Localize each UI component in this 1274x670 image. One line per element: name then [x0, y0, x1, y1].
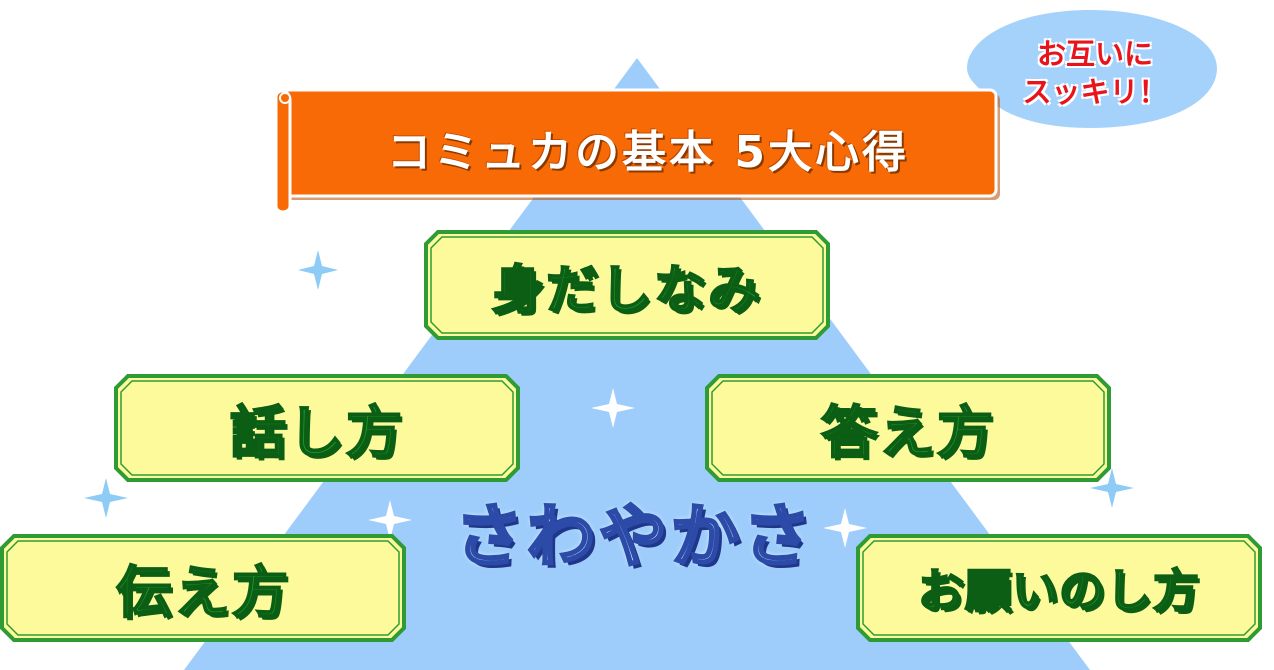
sparkle-icon [1090, 468, 1134, 508]
bubble-line-2: スッキリ！ [1022, 75, 1168, 109]
title-banner: コミュカの基本 5大心得 [268, 88, 1008, 218]
item-label: 伝え方 [115, 560, 290, 627]
item-box-onegainoshikata: お願いのし方 [856, 534, 1262, 642]
sparkle-icon [823, 508, 867, 548]
item-label: お願いのし方 [917, 563, 1200, 619]
item-box-hanashikata: 話し方 [114, 374, 520, 482]
item-box-mi-dashinami: 身だしなみ [424, 230, 830, 340]
sparkle-icon [298, 250, 338, 290]
speech-bubble: お互いに スッキリ！ [955, 8, 1225, 133]
sparkle-icon [591, 388, 635, 428]
center-word: さわやかさ [453, 496, 815, 578]
item-label: 話し方 [229, 400, 404, 467]
item-box-kotaekata: 答え方 [705, 374, 1111, 482]
item-box-tsutaekata: 伝え方 [0, 534, 406, 642]
sparkle-icon [368, 500, 412, 540]
sparkle-icon [84, 478, 128, 518]
item-label: 答え方 [820, 400, 995, 467]
page-title: コミュカの基本 5大心得 [387, 127, 909, 178]
bubble-line-1: お互いに [1036, 37, 1153, 71]
item-label: 身だしなみ [491, 260, 762, 322]
